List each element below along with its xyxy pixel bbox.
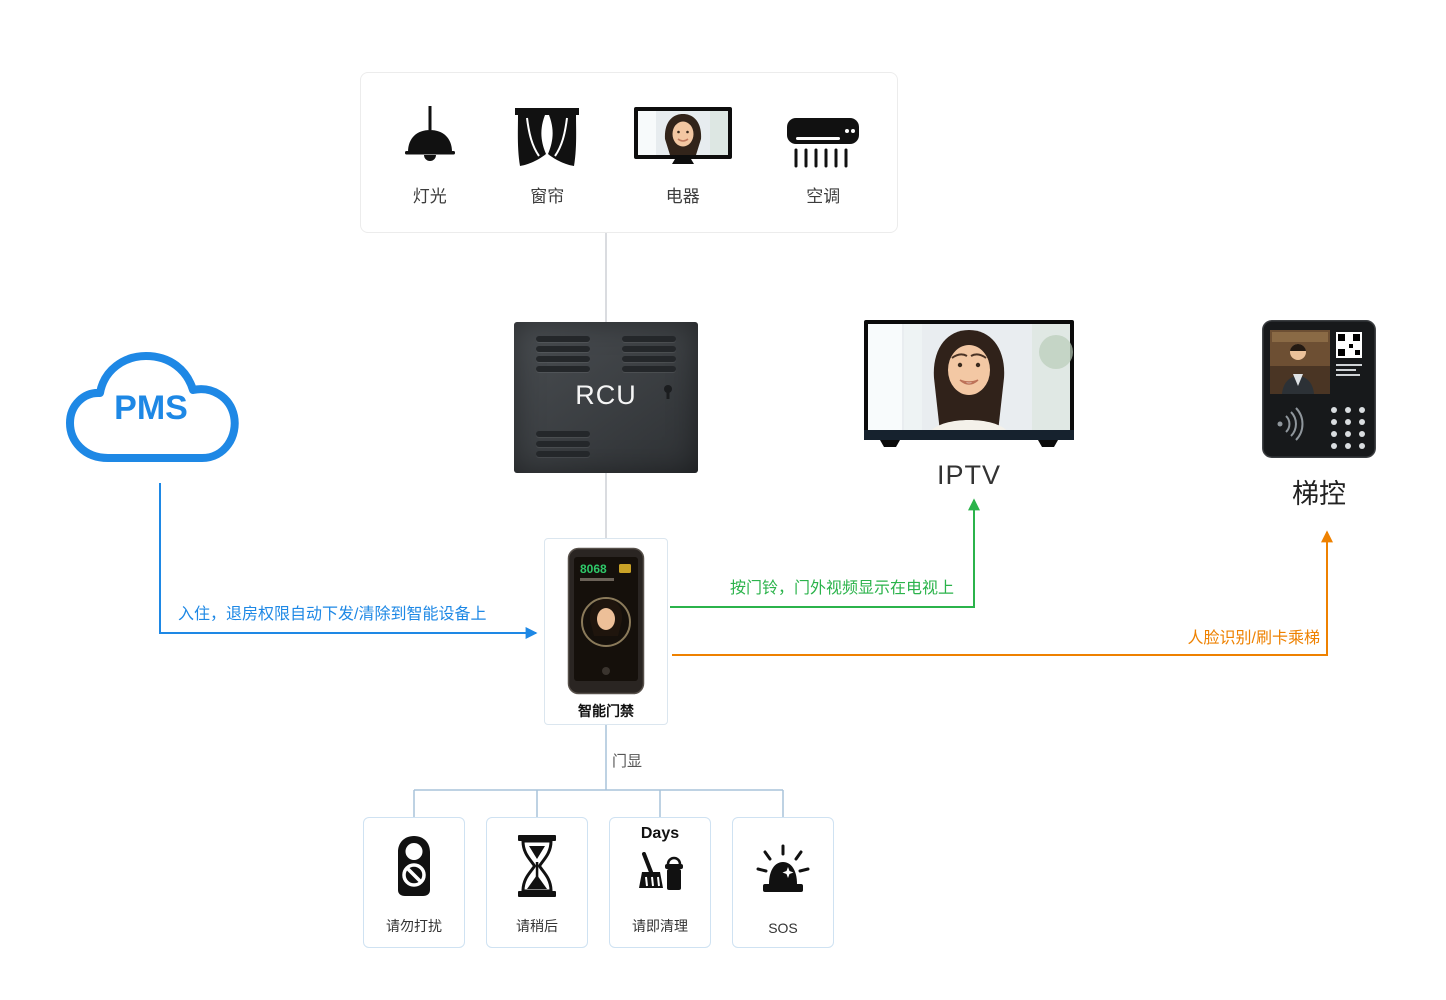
door-hanger-icon	[390, 835, 438, 902]
door-display-status-cards: 请勿打扰 请稍后 Days	[363, 817, 834, 948]
door-access-device-icon: 8068	[567, 547, 645, 695]
elevator-label: 梯控	[1292, 479, 1346, 509]
iptv-label: IPTV	[936, 460, 1001, 490]
annotation-door-to-iptv: 按门铃，门外视频显示在电视上	[730, 580, 955, 597]
tv-appliance-icon	[633, 107, 732, 164]
rcu-label: RCU	[575, 380, 637, 410]
iptv-node: IPTV	[862, 320, 1076, 491]
device-item-ac: 空调	[786, 98, 860, 207]
rcu-vents-right	[622, 336, 676, 372]
device-label-appliance: 电器	[665, 187, 700, 206]
siren-icon	[755, 844, 811, 899]
card-sos: SOS	[732, 817, 834, 948]
rcu-vents-bottom	[536, 431, 590, 457]
device-item-appliance: 电器	[633, 98, 733, 207]
cleaning-icon	[635, 852, 685, 901]
card-please-wait: 请稍后	[486, 817, 588, 948]
keyhole-icon	[662, 384, 674, 405]
door-access-label: 智能门禁	[578, 703, 634, 719]
rcu-vents-left	[536, 336, 590, 372]
annotation-pms-to-door: 入住，退房权限自动下发/清除到智能设备上	[178, 606, 487, 623]
device-item-light: 灯光	[398, 98, 462, 207]
card-clean-now: Days 请即清理	[609, 817, 711, 948]
card-label: 请稍后	[516, 918, 558, 934]
elevator-node: 梯控	[1260, 320, 1378, 511]
pms-label: PMS	[114, 389, 188, 427]
device-label-curtain: 窗帘	[530, 187, 565, 206]
pendant-lamp-icon	[404, 106, 455, 161]
annotation-door-to-elevator: 人脸识别/刷卡乘梯	[1187, 630, 1320, 647]
card-label: 请即清理	[632, 918, 688, 934]
pms-node: PMS	[60, 330, 260, 480]
door-display-label: 门显	[612, 753, 643, 770]
elevator-device-image	[1262, 320, 1376, 458]
device-label-light: 灯光	[412, 187, 447, 206]
card-do-not-disturb: 请勿打扰	[363, 817, 465, 948]
wire-door-display-bus	[413, 725, 784, 817]
rcu-unit: RCU	[514, 322, 698, 473]
air-conditioner-icon	[787, 118, 860, 168]
curtains-icon	[515, 108, 580, 166]
device-item-curtain: 窗帘	[515, 98, 580, 207]
door-access-room-number: 8068	[580, 562, 607, 576]
card-days-text: Days	[640, 825, 680, 842]
iptv-tv-image	[864, 320, 1074, 447]
room-devices-panel: 灯光 窗帘	[360, 72, 898, 233]
device-label-ac: 空调	[806, 187, 841, 206]
hourglass-icon	[514, 835, 560, 902]
card-label: 请勿打扰	[386, 918, 442, 934]
card-label: SOS	[768, 920, 798, 936]
pms-cloud-icon: PMS	[66, 352, 239, 462]
door-access-box: 8068 智能门禁	[544, 538, 668, 725]
